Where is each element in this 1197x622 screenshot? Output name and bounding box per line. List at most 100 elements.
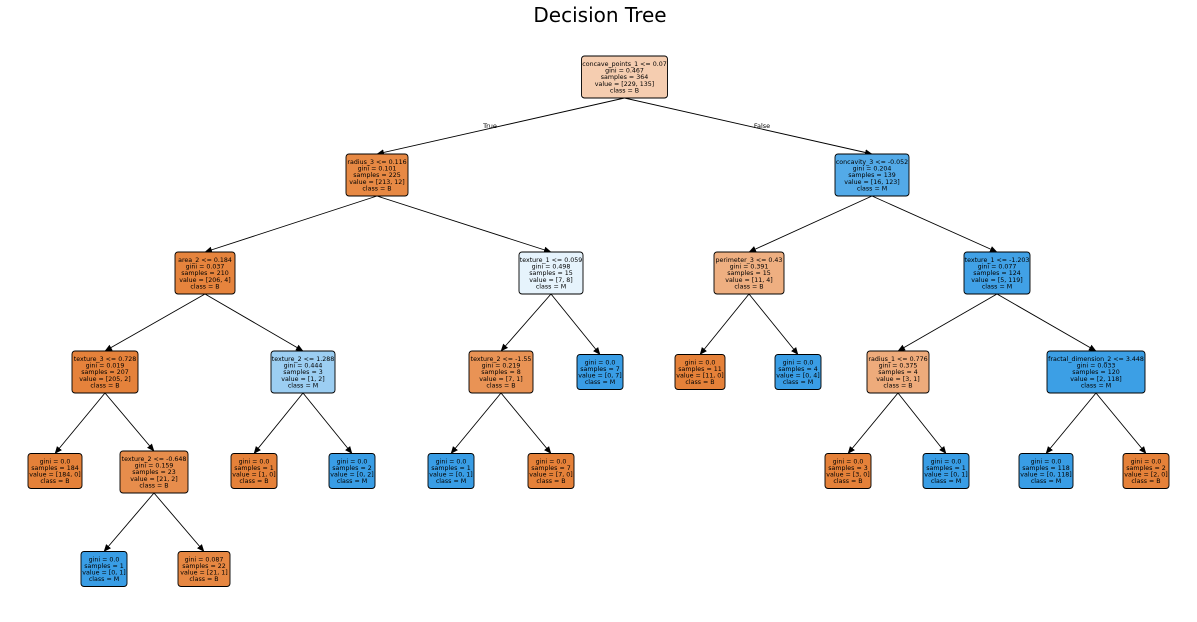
edge-n11-n15 [550,293,601,355]
node-box [80,551,128,587]
node-text-line: value = [205, 2] [79,376,130,383]
node-text-line: samples = 3 [283,369,322,376]
node-box [71,350,139,394]
node-text-line: value = [1, 0] [232,472,275,479]
node-text-line: class = M [337,478,367,485]
node-text-line: gini = 0.0 [1131,458,1162,465]
node-text-line: class = M [436,478,466,485]
node-text-line: samples = 1 [431,465,470,472]
node-box [345,153,409,197]
edge-n2-n3 [104,293,206,352]
node-text-line: samples = 4 [878,369,917,376]
node-text-line: class = B [189,576,218,583]
node-text-line: samples = 120 [1072,369,1119,376]
node-text-line: class = B [40,478,69,485]
edge-n5-n7 [153,492,205,552]
edge-n1-n11 [376,195,552,253]
node-text-line: class = M [89,576,119,583]
node-text-line: class = B [1131,478,1160,485]
node-text-line: samples = 1 [84,563,123,570]
node-text-line: gini = 0.101 [358,166,397,173]
node-text-line: texture_2 <= 1.288 [272,356,334,363]
node-text-line: gini = 0.019 [86,363,125,370]
node-box [177,551,231,587]
node-text-line: samples = 210 [181,270,228,277]
edge-n24-n26 [1095,392,1147,454]
node-text-line: class = M [536,283,566,290]
edge-n12-n13 [450,392,502,454]
node-text-line: value = [11, 0] [676,373,723,380]
node-text-line: value = [3, 1] [876,376,919,383]
node-box [174,251,236,295]
node-text-line: gini = 0.204 [853,166,892,173]
node-box [576,354,624,390]
edge-n8-n9 [253,392,304,454]
node-text-line: class = B [190,283,219,290]
node-text-line: samples = 3 [828,465,867,472]
node-text-line: concavity_3 <= -0.052 [836,159,908,166]
edge-n3-n4 [54,392,106,454]
edge-n12-n14 [500,392,552,454]
node-text-line: class = B [734,283,763,290]
node-text-line: radius_1 <= 0.776 [868,356,927,363]
node-text-line: samples = 1 [926,465,965,472]
node-box [270,350,336,394]
node-text-line: gini = 0.375 [879,363,918,370]
node-text-line: area_2 <= 0.184 [178,257,232,264]
node-text-line: value = [0, 1] [429,472,472,479]
node-text-line: gini = 0.159 [135,463,174,470]
node-text-line: class = M [982,283,1012,290]
node-text-line: class = B [883,382,912,389]
node-text-line: gini = 0.467 [605,68,644,75]
node-box [834,153,910,197]
node-box [713,251,785,295]
node-text-line: samples = 8 [481,369,520,376]
node-box [527,453,575,489]
node-text-line: gini = 0.087 [185,556,224,563]
node-text-line: gini = 0.037 [186,264,225,271]
node-text-line: class = B [239,478,268,485]
node-text-line: value = [206, 4] [179,277,230,284]
node-text-line: gini = 0.0 [89,556,120,563]
edge-n5-n6 [103,492,155,552]
node-text-line: samples = 207 [81,369,128,376]
node-text-line: value = [0, 4] [776,373,819,380]
node-text-line: value = [3, 0] [826,472,869,479]
node-box [963,251,1031,295]
node-text-line: samples = 118 [1022,465,1069,472]
node-text-line: gini = 0.444 [284,363,323,370]
node-text-line: value = [0, 7] [578,373,621,380]
node-text-line: class = M [288,382,318,389]
node-text-line: value = [0, 118] [1020,472,1071,479]
node-text-line: samples = 184 [31,465,78,472]
edge-n20-n21 [897,293,998,352]
node-text-line: gini = 0.0 [436,458,467,465]
edge-n16-n20 [871,195,998,253]
edge-n11-n12 [500,293,552,352]
node-text-line: texture_3 <= 0.728 [74,356,136,363]
node-text-line: class = B [139,482,168,489]
edge-n21-n23 [897,392,947,454]
node-text-line: gini = 0.0 [337,458,368,465]
node-text-line: gini = 0.0 [931,458,962,465]
edge-n3-n5 [104,392,155,452]
edge-label-false: False [754,122,770,130]
node-box [1122,453,1170,489]
